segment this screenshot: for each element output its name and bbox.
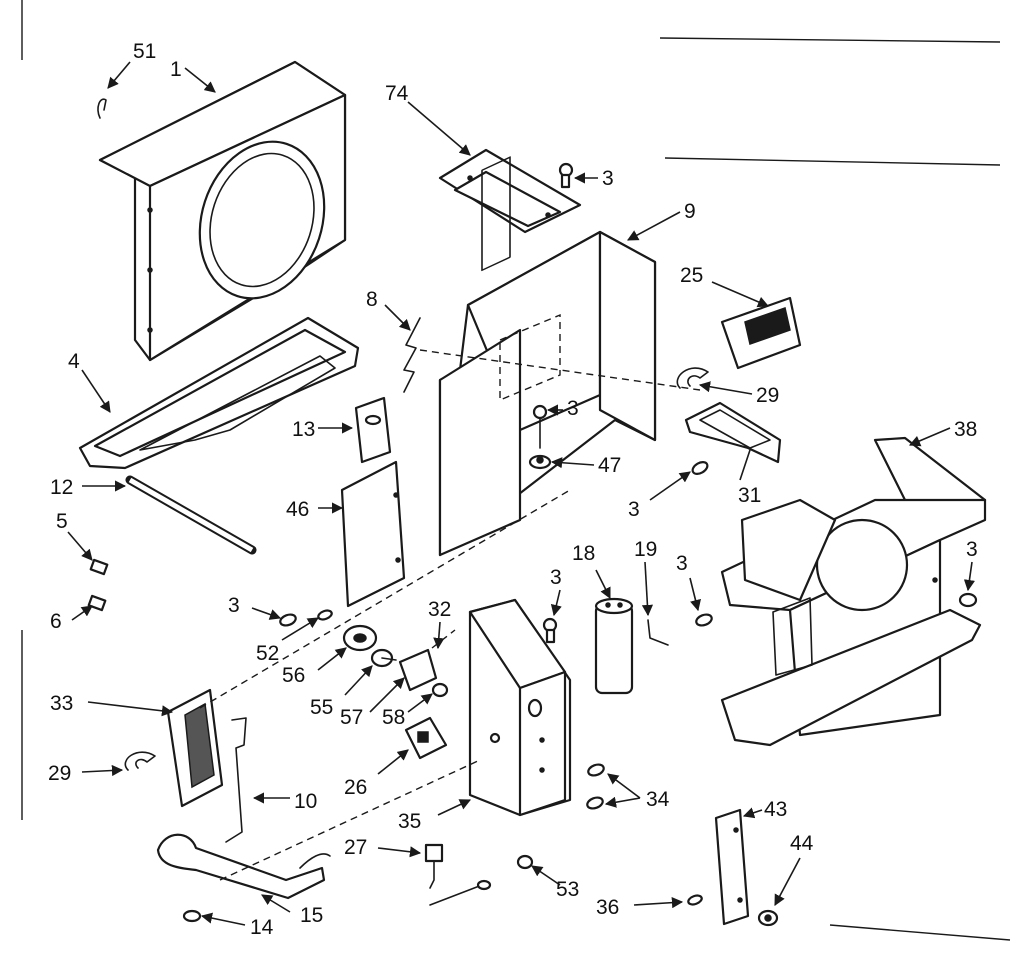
callout-44: 44 — [790, 832, 814, 855]
scan-marks — [21, 0, 1011, 941]
callout-38: 38 — [954, 418, 977, 441]
callout-10: 10 — [294, 790, 317, 813]
callout-3: 3 — [676, 552, 688, 575]
callout-36: 36 — [596, 896, 619, 919]
callout-43: 43 — [764, 798, 787, 821]
callout-35: 35 — [398, 810, 421, 833]
callout-47: 47 — [598, 454, 621, 477]
part-26-relay — [404, 716, 448, 760]
callout-1: 1 — [170, 58, 182, 81]
part-8-gasket — [403, 317, 421, 393]
callout-33: 33 — [50, 692, 73, 715]
part-51-clip — [97, 98, 107, 119]
callout-8: 8 — [366, 288, 378, 311]
part-4-base-pan — [78, 316, 360, 470]
part-36-screw — [687, 894, 703, 906]
part-19-pin — [647, 619, 669, 646]
part-43-bracket — [714, 808, 750, 926]
part-58-nut — [431, 682, 449, 698]
part-13-plate — [354, 396, 392, 464]
callout-32: 32 — [428, 598, 451, 621]
part-6-connector — [87, 594, 107, 612]
part-33-grille — [166, 688, 224, 808]
callout-29: 29 — [48, 762, 71, 785]
callout-29: 29 — [756, 384, 779, 407]
part-35-control-box — [468, 598, 572, 817]
part-44-nut — [757, 909, 779, 927]
part-3-screw-g — [695, 613, 713, 627]
callout-18: 18 — [572, 542, 595, 565]
callout-51: 51 — [133, 40, 156, 63]
leader-lines — [67, 61, 975, 926]
part-9-partition — [419, 156, 701, 557]
part-3-screw-d — [958, 592, 978, 608]
callout-4: 4 — [68, 350, 80, 373]
callout-53: 53 — [556, 878, 579, 901]
part-3-screw-f — [542, 617, 558, 644]
part-3-screw-e — [279, 613, 297, 627]
callout-26: 26 — [344, 776, 367, 799]
part-31-bracket — [684, 401, 782, 464]
callout-25: 25 — [680, 264, 703, 287]
part-3-screw-a — [558, 162, 574, 189]
callout-12: 12 — [50, 476, 73, 499]
callout-52: 52 — [256, 642, 279, 665]
callout-6: 6 — [50, 610, 62, 633]
part-46-panel — [340, 460, 406, 608]
callout-46: 46 — [286, 498, 309, 521]
callout-14: 14 — [250, 916, 274, 939]
part-10-wire — [225, 717, 247, 843]
part-27-thermistor — [424, 843, 492, 906]
callout-3: 3 — [567, 397, 579, 420]
callout-3: 3 — [966, 538, 978, 561]
part-15-drain-tube — [156, 833, 331, 900]
part-34-screws — [586, 763, 605, 810]
part-32-line — [431, 629, 456, 649]
part-18-capacitor — [594, 597, 634, 695]
part-29-clip-b — [124, 751, 156, 771]
callout-labels: 51 1 74 3 9 25 8 4 29 3 13 38 47 12 3 31… — [48, 40, 978, 939]
callout-3: 3 — [228, 594, 240, 617]
callout-58: 58 — [382, 706, 405, 729]
callout-3: 3 — [628, 498, 640, 521]
callout-31: 31 — [738, 484, 761, 507]
part-1-fan-shroud — [98, 60, 347, 362]
part-14-screw — [182, 909, 202, 923]
callout-13: 13 — [292, 418, 315, 441]
callout-74: 74 — [385, 82, 409, 105]
callout-34: 34 — [646, 788, 670, 811]
part-56-pulley — [342, 624, 378, 652]
part-38-blower-housing — [720, 436, 987, 747]
callout-57: 57 — [340, 706, 363, 729]
part-3-screw-c — [691, 461, 709, 475]
callout-55: 55 — [310, 696, 333, 719]
callout-15: 15 — [300, 904, 323, 927]
part-53-cap — [516, 854, 534, 870]
callout-3: 3 — [602, 167, 614, 190]
callout-56: 56 — [282, 664, 305, 687]
callout-3: 3 — [550, 566, 562, 589]
part-3-screw-b — [532, 404, 548, 449]
part-12-rod — [125, 475, 257, 555]
part-52-screw — [317, 609, 333, 621]
callout-5: 5 — [56, 510, 68, 533]
part-5-connector — [89, 558, 109, 576]
callout-19: 19 — [634, 538, 657, 561]
callout-9: 9 — [684, 200, 696, 223]
callout-27: 27 — [344, 836, 367, 859]
part-25-bracket — [720, 296, 802, 370]
part-47-grommet — [528, 454, 552, 470]
part-57-switch — [381, 648, 438, 692]
part-29-clip-a — [676, 367, 709, 389]
